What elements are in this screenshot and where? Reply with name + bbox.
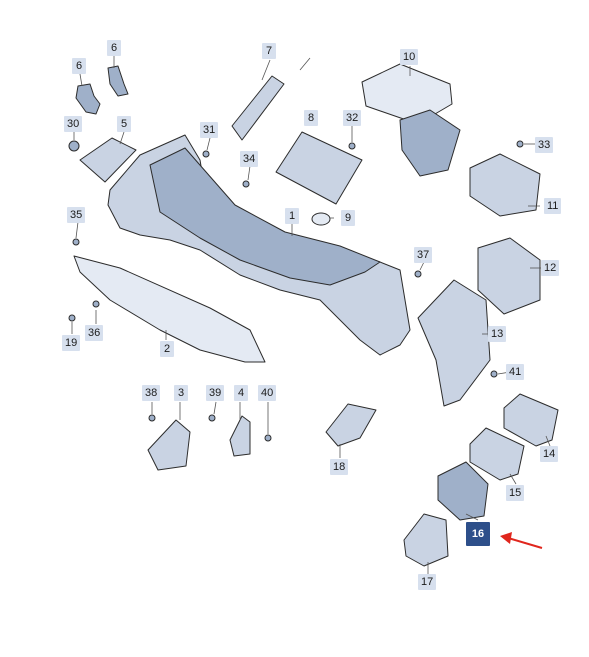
part-16-panel <box>437 461 489 521</box>
callout-14[interactable]: 14 <box>540 446 559 462</box>
callout-9[interactable]: 9 <box>341 210 355 226</box>
part-2-side-trim <box>73 255 266 363</box>
part-11-mount <box>469 153 541 217</box>
callout-18[interactable]: 18 <box>330 459 349 475</box>
highlight-arrow <box>500 532 543 549</box>
callout-5[interactable]: 5 <box>117 116 131 132</box>
callout-3[interactable]: 3 <box>174 385 188 401</box>
part-36-screw <box>92 300 100 308</box>
callout-33[interactable]: 33 <box>535 137 554 153</box>
part-15-vent <box>469 427 525 481</box>
callout-4[interactable]: 4 <box>234 385 248 401</box>
callout-11[interactable]: 11 <box>544 198 562 214</box>
callout-1[interactable]: 1 <box>285 208 299 224</box>
part-13-rear-panel <box>417 279 491 407</box>
callout-37[interactable]: 37 <box>414 247 433 263</box>
callout-38[interactable]: 38 <box>142 385 161 401</box>
callout-32[interactable]: 32 <box>343 110 362 126</box>
callout-10[interactable]: 10 <box>400 49 419 65</box>
part-1-console-top <box>149 147 381 286</box>
callout-36[interactable]: 36 <box>85 325 104 341</box>
callout-6-left[interactable]: 6 <box>72 58 86 74</box>
part-19-clip <box>68 314 76 322</box>
part-3-bracket <box>147 419 191 471</box>
part-37-screw <box>414 270 422 278</box>
part-39-screw <box>208 414 216 422</box>
part-30-clip <box>68 140 80 152</box>
part-14-vent <box>503 393 559 447</box>
callout-6-right[interactable]: 6 <box>107 40 121 56</box>
callout-17[interactable]: 17 <box>418 574 437 590</box>
part-5-mat <box>79 137 137 183</box>
part-6-bracket-b <box>107 65 129 97</box>
part-35-clip <box>72 238 80 246</box>
part-41-screw <box>490 370 498 378</box>
part-12-frame <box>477 237 541 315</box>
callout-19[interactable]: 19 <box>62 335 81 351</box>
part-7-switch-panel <box>231 75 285 141</box>
callout-41[interactable]: 41 <box>506 364 525 380</box>
part-4-bracket <box>229 415 251 457</box>
part-9-cup <box>311 212 331 226</box>
part-32-clip <box>348 142 356 150</box>
callout-16-highlighted[interactable]: 16 <box>466 522 490 546</box>
callout-15[interactable]: 15 <box>506 485 525 501</box>
callout-35[interactable]: 35 <box>67 207 86 223</box>
part-38-nut <box>148 414 156 422</box>
part-18-vent <box>325 403 377 447</box>
callout-30[interactable]: 30 <box>64 116 83 132</box>
part-10-armrest-lid <box>361 63 453 125</box>
callout-2[interactable]: 2 <box>160 341 174 357</box>
callout-34[interactable]: 34 <box>240 151 259 167</box>
part-40-nut <box>264 434 272 442</box>
callout-39[interactable]: 39 <box>206 385 225 401</box>
callout-8[interactable]: 8 <box>304 110 318 126</box>
callout-7[interactable]: 7 <box>262 43 276 59</box>
callout-40[interactable]: 40 <box>258 385 277 401</box>
part-6-bracket-a <box>75 83 101 115</box>
callout-13[interactable]: 13 <box>488 326 507 342</box>
callout-12[interactable]: 12 <box>541 260 560 276</box>
fasteners <box>68 140 524 442</box>
part-8-tray <box>275 131 363 205</box>
part-34-screw <box>242 180 250 188</box>
leader-lines <box>71 56 551 574</box>
part-31-screw <box>202 150 210 158</box>
callout-31[interactable]: 31 <box>200 122 219 138</box>
part-10-armrest-hinge <box>399 109 461 177</box>
part-33-screw <box>516 140 524 148</box>
part-17-bin <box>403 513 449 567</box>
